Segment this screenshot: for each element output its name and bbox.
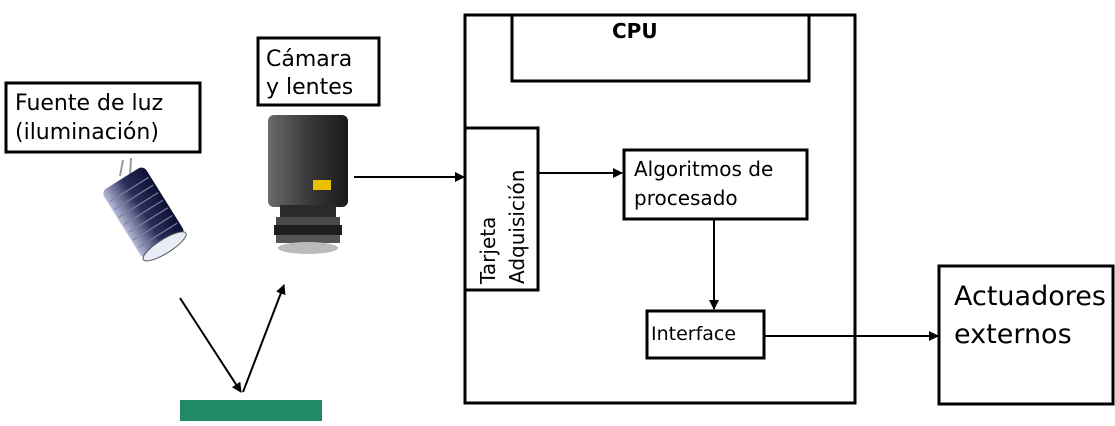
interface-box: Interface: [645, 309, 766, 360]
actuators-label-line1: Actuadores: [954, 281, 1106, 312]
external-actuators-box: Actuadores externos: [937, 264, 1115, 406]
light-source-label-line1: Fuente de luz: [15, 91, 163, 116]
camera-label-line1: Cámara: [266, 47, 352, 72]
processing-label-line1: Algoritmos de: [634, 157, 773, 181]
camera-label: Cámara y lentes: [256, 36, 381, 107]
light-rays: [179, 284, 286, 393]
acquisition-card-label-line1: Tarjeta: [476, 217, 500, 285]
actuators-label-line2: externos: [954, 319, 1072, 350]
cpu-box: CPU: [510, 13, 811, 83]
light-source-label-line2: (iluminación): [15, 120, 159, 145]
cpu-label: CPU: [612, 19, 658, 43]
light-source-label: Fuente de luz (iluminación): [4, 81, 202, 154]
interface-label: Interface: [651, 323, 736, 345]
processing-label-line2: procesado: [634, 186, 738, 210]
incident-ray-arrow: [179, 297, 242, 393]
reflected-ray-arrow: [242, 284, 286, 393]
object-block: [180, 400, 322, 421]
spotlight-icon: [103, 157, 187, 262]
camera-label-line2: y lentes: [266, 75, 353, 100]
acquisition-card-box: Tarjeta Adquisición: [463, 126, 540, 292]
processing-algorithms-box: Algoritmos de procesado: [622, 148, 809, 221]
camera-icon: [268, 115, 348, 254]
acquisition-card-label-line2: Adquisición: [505, 170, 529, 284]
